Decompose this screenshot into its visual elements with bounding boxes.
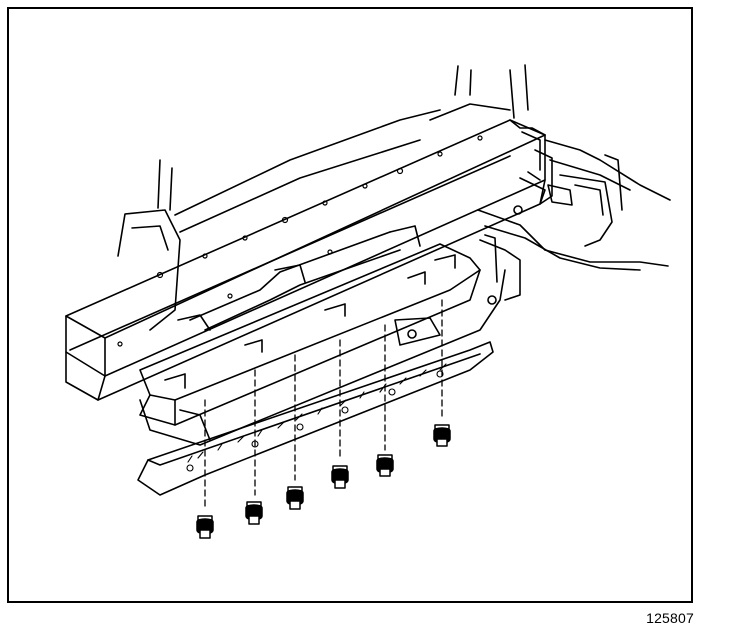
alignment-lines <box>204 299 443 511</box>
vehicle-body-outline <box>117 64 529 331</box>
fastener-bolts <box>196 424 451 539</box>
bolt-4 <box>331 465 349 489</box>
lower-bracket <box>139 234 521 446</box>
figure-number: 125807 <box>646 610 694 626</box>
bolt-3 <box>286 486 304 510</box>
bolt-6 <box>433 424 451 447</box>
figure-frame <box>7 7 693 603</box>
bolt-1 <box>196 515 214 539</box>
bolt-2 <box>245 501 263 525</box>
bolt-5 <box>376 454 394 477</box>
bumper-beam <box>65 119 553 401</box>
energy-absorber <box>139 225 481 426</box>
